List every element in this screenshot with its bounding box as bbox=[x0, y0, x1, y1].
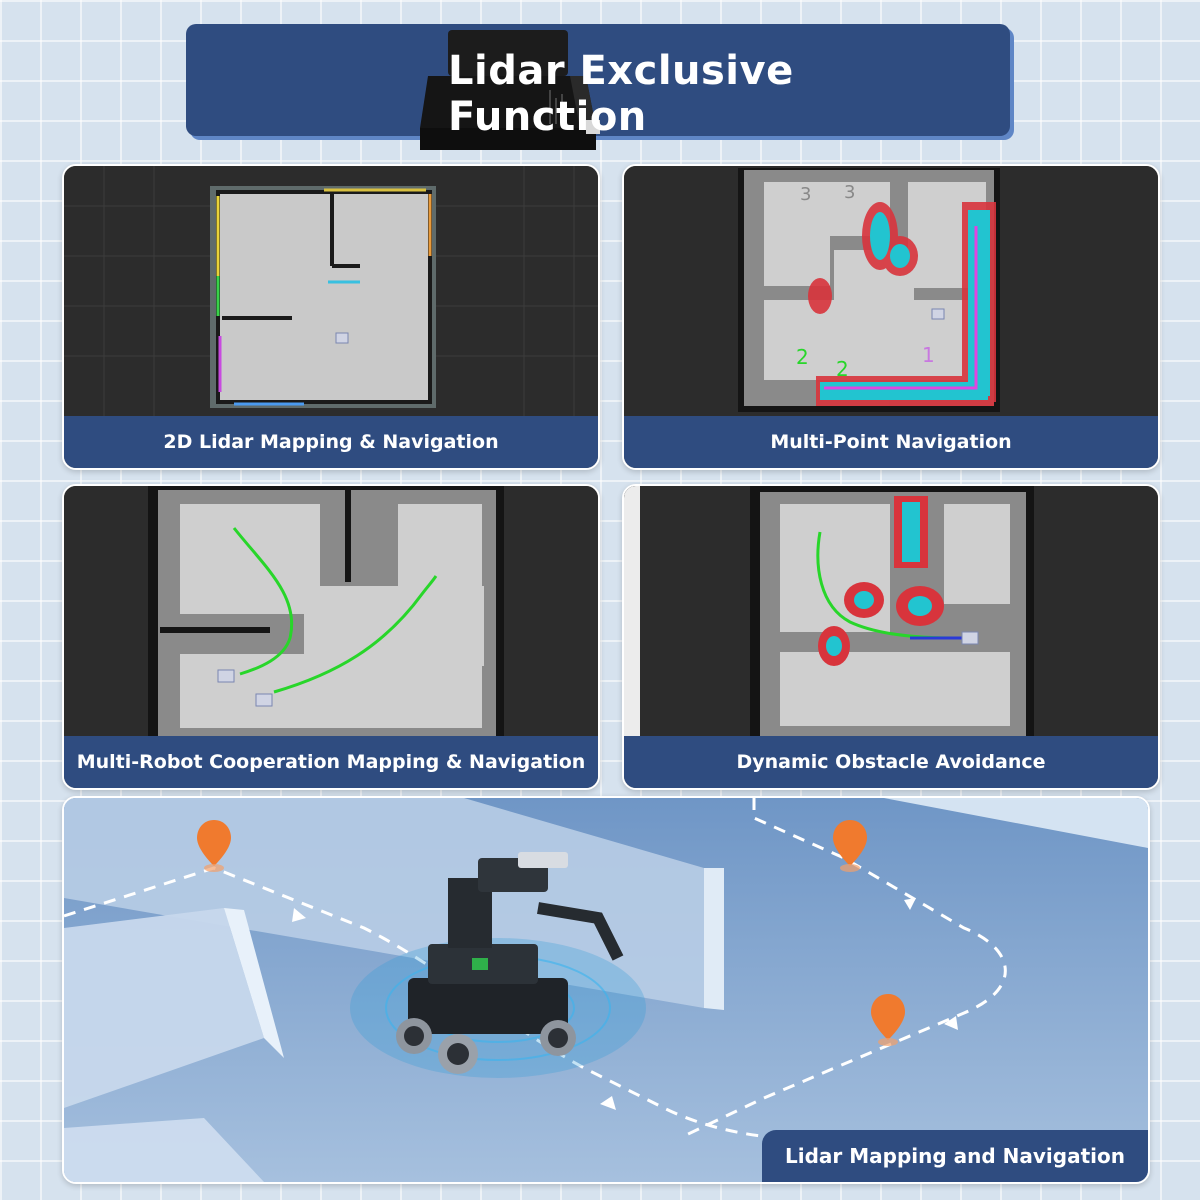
robot-icon bbox=[335, 332, 349, 344]
svg-text:3: 3 bbox=[844, 182, 855, 203]
header-banner: Lidar Exclusive Function bbox=[186, 24, 1010, 150]
panel-obstacle-avoidance: Dynamic Obstacle Avoidance bbox=[622, 484, 1160, 790]
svg-text:2: 2 bbox=[796, 345, 809, 369]
robot-icon bbox=[255, 693, 273, 707]
svg-text:1: 1 bbox=[922, 343, 935, 367]
occupancy-map bbox=[64, 486, 598, 736]
panel-caption: Multi-Point Navigation bbox=[624, 416, 1158, 468]
svg-text:3: 3 bbox=[800, 184, 811, 205]
scene-illustration bbox=[64, 798, 1148, 1182]
panel-lidar-mapping: 2D Lidar Mapping & Navigation bbox=[62, 164, 600, 470]
map-pin-icon bbox=[871, 994, 905, 1046]
occupancy-map bbox=[624, 486, 1158, 736]
lidar-device-icon bbox=[420, 30, 600, 150]
panel-multi-robot: Multi-Robot Cooperation Mapping & Naviga… bbox=[62, 484, 600, 790]
page-title: Lidar Exclusive Function bbox=[448, 48, 794, 140]
robot-icon bbox=[961, 631, 979, 645]
scene-caption: Lidar Mapping and Navigation bbox=[762, 1130, 1148, 1182]
svg-text:2: 2 bbox=[836, 357, 849, 381]
robot-icon bbox=[217, 669, 235, 683]
occupancy-map: 2 2 1 3 3 bbox=[624, 166, 1158, 418]
panel-caption: Multi-Robot Cooperation Mapping & Naviga… bbox=[64, 736, 598, 788]
panel-caption: Dynamic Obstacle Avoidance bbox=[624, 736, 1158, 788]
map-pin-icon bbox=[833, 820, 867, 872]
panel-multipoint-navigation: 2 2 1 3 3 Multi-Point Navigation bbox=[622, 164, 1160, 470]
robot-icon bbox=[931, 308, 945, 320]
occupancy-map bbox=[64, 166, 598, 416]
robot-car-icon bbox=[350, 852, 646, 1078]
map-pin-icon bbox=[197, 820, 231, 872]
panel-caption: 2D Lidar Mapping & Navigation bbox=[64, 416, 598, 468]
navigation-scene: Lidar Mapping and Navigation bbox=[62, 796, 1150, 1184]
